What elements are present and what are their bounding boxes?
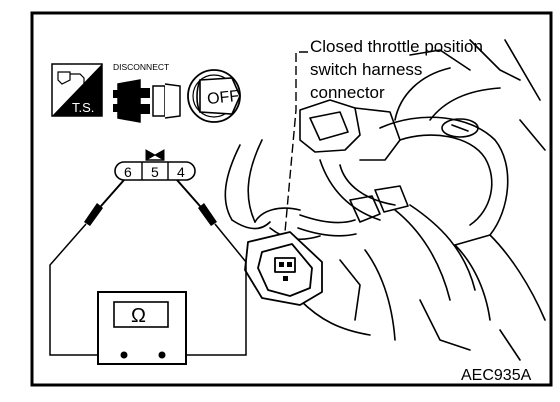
connector-terminal-diagram: 6 5 4 — [114, 149, 196, 181]
engine-harness-illustration — [224, 39, 546, 361]
terminal-6: 6 — [124, 164, 132, 180]
callout-line-2: switch harness — [310, 60, 422, 79]
harness-connector — [244, 231, 323, 306]
ohmmeter-terminal-right — [158, 351, 166, 359]
callout-line-3: connector — [310, 83, 385, 102]
ignition-key-off-icon: OFF — [187, 69, 241, 123]
ohmmeter: Ω — [97, 291, 187, 365]
ohm-symbol: Ω — [131, 305, 146, 327]
callout-leader-line — [284, 51, 308, 233]
disconnect-connector-icon: DISCONNECT — [113, 62, 181, 123]
trouble-shooting-icon: T.S. — [51, 63, 103, 117]
disconnect-label: DISCONNECT — [113, 62, 169, 72]
figure-code: AEC935A — [461, 367, 532, 384]
ohmmeter-terminal-left — [120, 351, 128, 359]
test-probe-left — [49, 179, 125, 356]
trouble-shooting-label: T.S. — [72, 100, 94, 115]
terminal-4: 4 — [177, 164, 185, 180]
test-probe-right — [162, 179, 247, 356]
terminal-5: 5 — [151, 164, 159, 180]
ignition-off-label: OFF — [206, 88, 240, 108]
callout-line-1: Closed throttle position — [310, 37, 483, 56]
